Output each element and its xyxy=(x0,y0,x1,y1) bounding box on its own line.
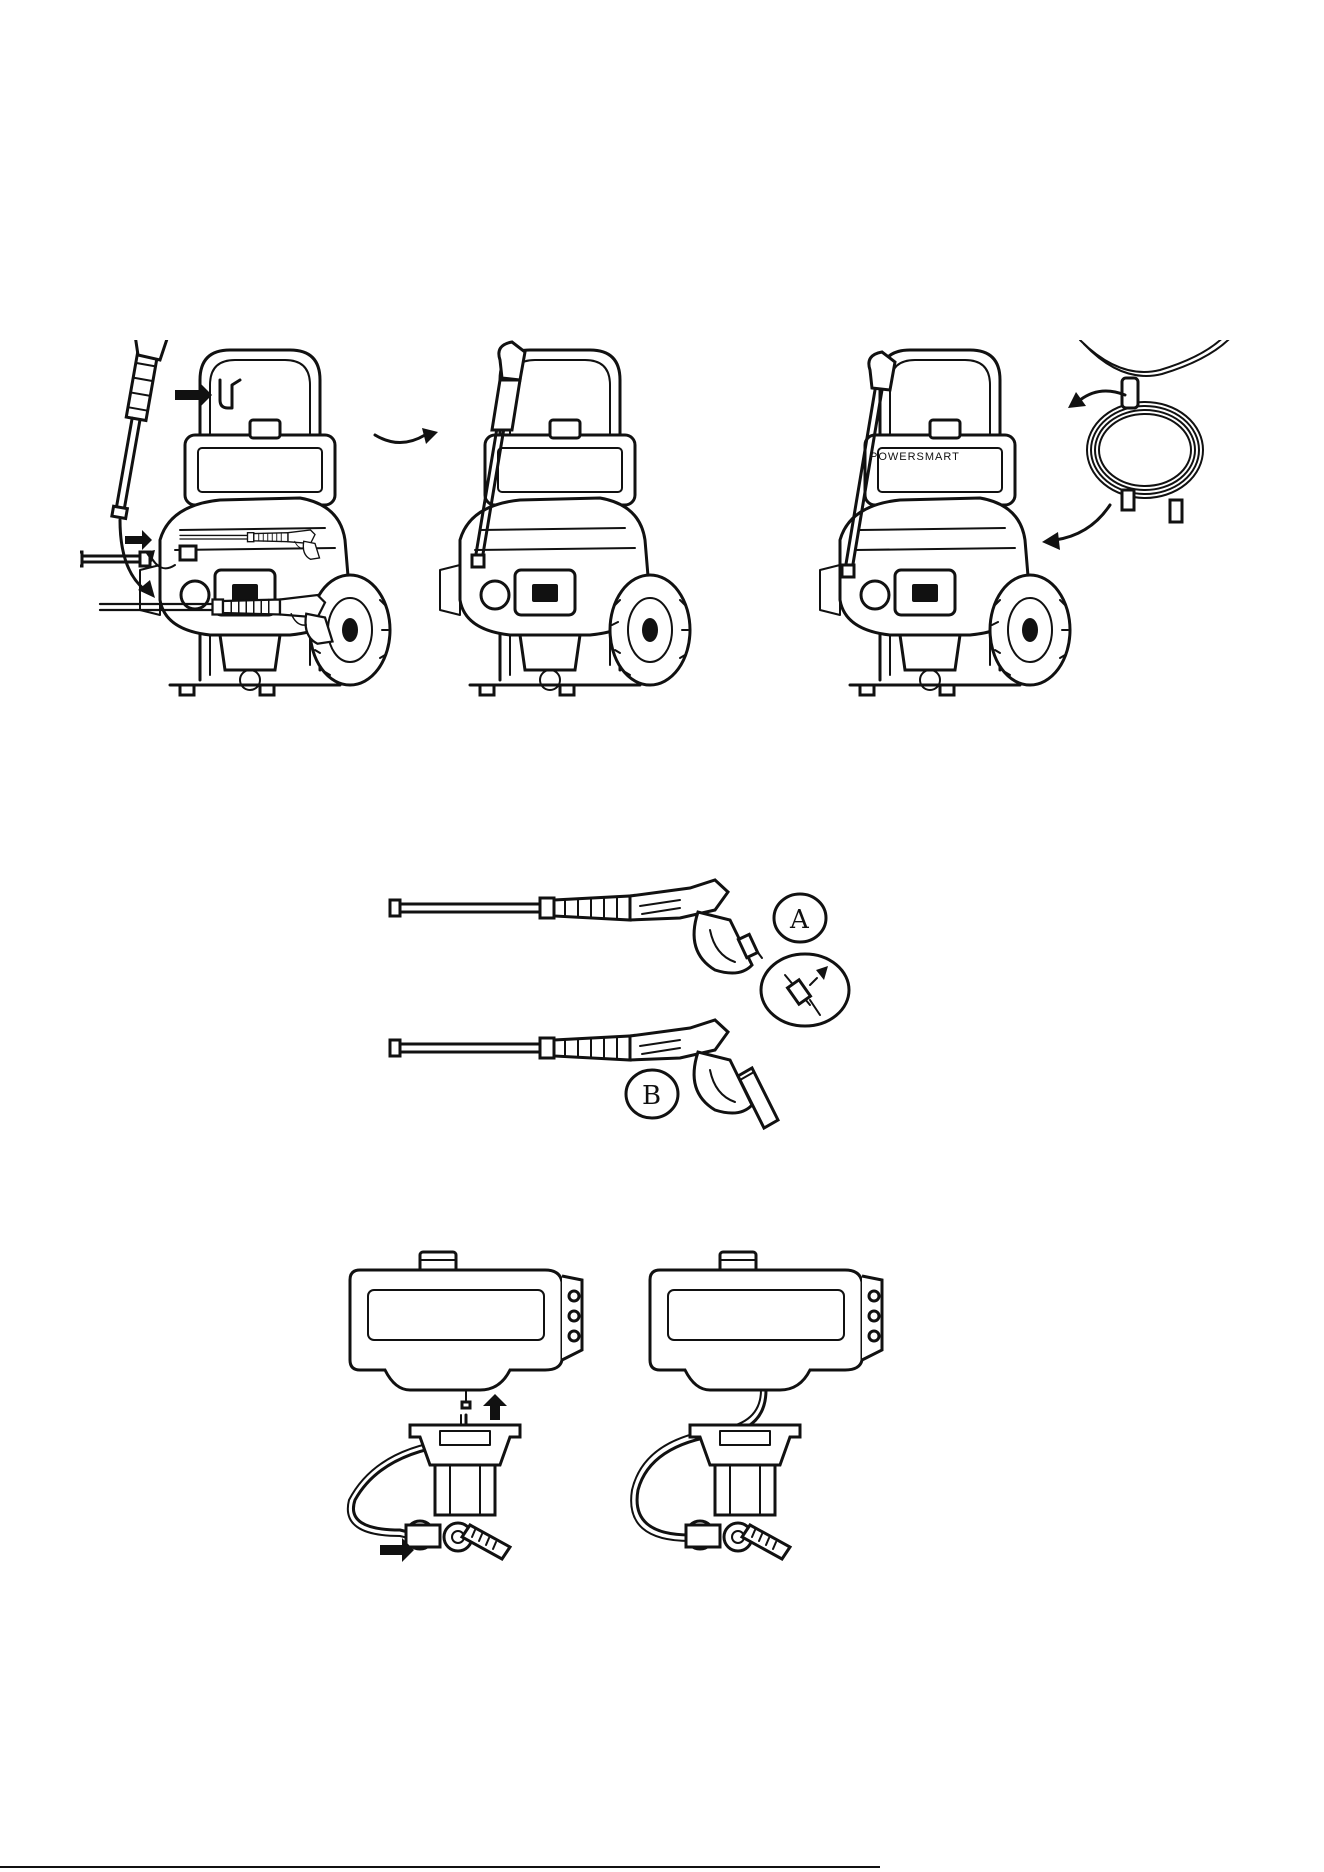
callout-b-label: B xyxy=(642,1081,661,1111)
brand-logo: POWERSMART xyxy=(870,451,960,463)
oil-tank-illustration xyxy=(340,1240,940,1580)
assembly-figure: POWERSMART xyxy=(80,340,1260,760)
assembly-illustration: POWERSMART xyxy=(80,340,1260,760)
oil-tank-figure xyxy=(340,1240,940,1580)
footer-rule xyxy=(0,1866,880,1868)
gun-detail-figure: A B xyxy=(380,870,900,1150)
gun-b xyxy=(390,1020,778,1128)
gun-a xyxy=(390,880,762,973)
callout-a-label: A xyxy=(789,905,810,935)
gun-illustration: A B xyxy=(380,870,900,1150)
